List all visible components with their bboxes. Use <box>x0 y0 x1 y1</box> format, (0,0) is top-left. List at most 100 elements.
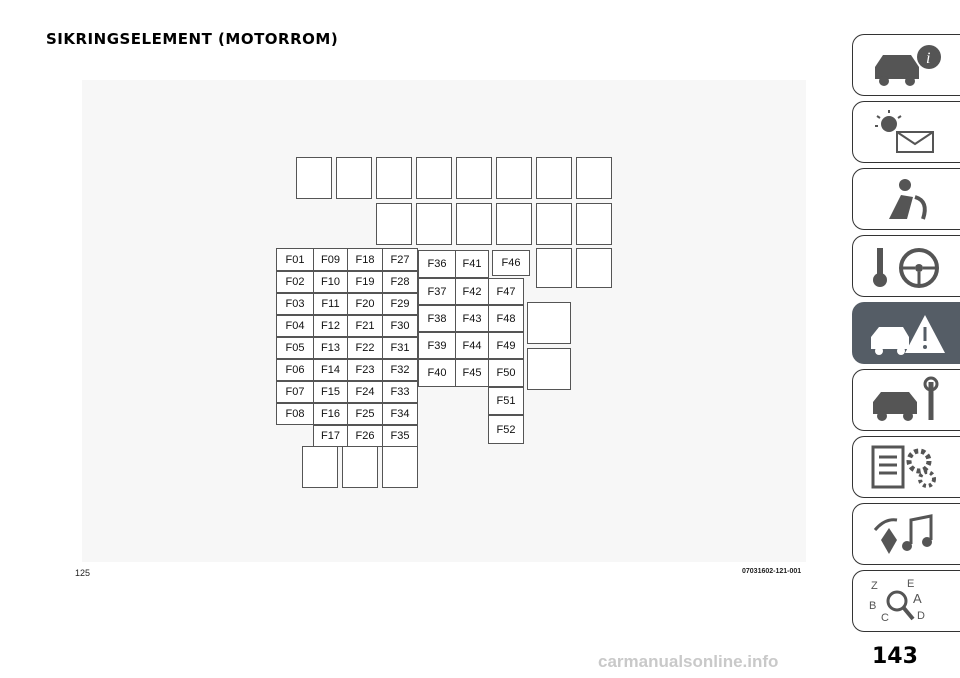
fuse-label: F46 <box>492 250 530 276</box>
fuse-label: F38 <box>418 305 456 332</box>
fuse-label: F02 <box>276 271 314 293</box>
relay-slot <box>302 446 338 488</box>
relay-slot <box>527 302 571 344</box>
fuse-label: F12 <box>313 315 348 337</box>
fuse-label: F29 <box>382 293 418 315</box>
dashboard-warning-lights-icon <box>875 110 934 153</box>
relay-slot <box>576 157 612 199</box>
relay-slot <box>296 157 332 199</box>
fuse-label: F21 <box>347 315 383 337</box>
fuse-label: F23 <box>347 359 383 381</box>
fuse-label: F35 <box>382 425 418 447</box>
svg-text:Z: Z <box>871 580 878 592</box>
fuse-label: F32 <box>382 359 418 381</box>
fuse-label: F27 <box>382 248 418 271</box>
fuse-label: F41 <box>455 250 489 278</box>
fuse-label: F16 <box>313 403 348 425</box>
fuse-label: F51 <box>488 387 524 415</box>
fuse-label: F31 <box>382 337 418 359</box>
fuse-label: F30 <box>382 315 418 337</box>
fuse-label: F50 <box>488 359 524 387</box>
relay-slot <box>376 203 412 245</box>
multimedia-icon <box>873 514 933 554</box>
fuse-label: F45 <box>455 359 489 387</box>
fuse-label: F19 <box>347 271 383 293</box>
tab-safety[interactable] <box>852 168 960 230</box>
svg-text:i: i <box>926 50 930 67</box>
tab-car-info[interactable]: i <box>852 34 960 96</box>
svg-text:A: A <box>913 591 922 606</box>
fuse-label: F40 <box>418 359 456 387</box>
fuse-label: F37 <box>418 278 456 305</box>
tab-emergency[interactable] <box>852 302 960 364</box>
relay-slot <box>496 203 532 245</box>
fuse-label: F49 <box>488 332 524 359</box>
svg-text:B: B <box>869 600 876 612</box>
svg-text:C: C <box>881 612 889 624</box>
relay-slot <box>576 203 612 245</box>
fuse-label: F44 <box>455 332 489 359</box>
fuse-label: F11 <box>313 293 348 315</box>
fuse-box-diagram: F01 F02 F03 F04 F05 F06 F07 F08 F09 F10 … <box>82 80 806 562</box>
svg-text:E: E <box>907 578 914 590</box>
relay-slot <box>536 157 572 199</box>
fuse-label: F08 <box>276 403 314 425</box>
fuse-label: F04 <box>276 315 314 337</box>
fuse-label: F15 <box>313 381 348 403</box>
fuse-label: F17 <box>313 425 348 447</box>
fuse-label: F36 <box>418 250 456 278</box>
relay-slot <box>536 248 572 288</box>
index-icon: Z E B A C D <box>869 578 925 624</box>
fuse-label: F22 <box>347 337 383 359</box>
page-number: 143 <box>872 644 918 669</box>
fuse-label: F47 <box>488 278 524 305</box>
relay-slot <box>527 348 571 390</box>
safety-airbag-icon <box>889 179 927 220</box>
tab-maintenance[interactable] <box>852 369 960 431</box>
fuse-label: F25 <box>347 403 383 425</box>
fuse-label: F10 <box>313 271 348 293</box>
fuse-label: F03 <box>276 293 314 315</box>
tab-warning-lights[interactable] <box>852 101 960 163</box>
tab-multimedia[interactable] <box>852 503 960 565</box>
fuse-label: F42 <box>455 278 489 305</box>
relay-slot <box>382 446 418 488</box>
fuse-label: F34 <box>382 403 418 425</box>
relay-slot <box>456 203 492 245</box>
fuse-label: F33 <box>382 381 418 403</box>
fuse-label: F09 <box>313 248 348 271</box>
fuse-label: F43 <box>455 305 489 332</box>
tab-index[interactable]: Z E B A C D <box>852 570 960 632</box>
figure-code: 07031602-121-001 <box>742 568 802 575</box>
car-info-icon: i <box>875 45 941 86</box>
emergency-icon <box>871 315 945 355</box>
relay-slot <box>376 157 412 199</box>
fuse-label: F01 <box>276 248 314 271</box>
fuse-label: F14 <box>313 359 348 381</box>
relay-slot <box>456 157 492 199</box>
relay-slot <box>416 203 452 245</box>
relay-slot <box>576 248 612 288</box>
fuse-label: F05 <box>276 337 314 359</box>
fuse-label: F24 <box>347 381 383 403</box>
tab-technical-data[interactable] <box>852 436 960 498</box>
fuse-label: F52 <box>488 415 524 444</box>
maintenance-icon <box>873 376 939 421</box>
figure-number: 125 <box>75 568 91 578</box>
relay-slot <box>342 446 378 488</box>
fuse-label: F20 <box>347 293 383 315</box>
fuse-label: F18 <box>347 248 383 271</box>
relay-slot <box>536 203 572 245</box>
tab-starting-driving[interactable] <box>852 235 960 297</box>
watermark: carmanualsonline.info <box>598 652 779 671</box>
fuse-label: F48 <box>488 305 524 332</box>
chapter-sidebar: i <box>852 34 960 634</box>
fuse-label: F26 <box>347 425 383 447</box>
fuse-label: F07 <box>276 381 314 403</box>
relay-slot <box>496 157 532 199</box>
technical-data-icon <box>871 445 936 489</box>
relay-slot <box>416 157 452 199</box>
fuse-label: F06 <box>276 359 314 381</box>
fuse-label: F13 <box>313 337 348 359</box>
fuse-label: F39 <box>418 332 456 359</box>
